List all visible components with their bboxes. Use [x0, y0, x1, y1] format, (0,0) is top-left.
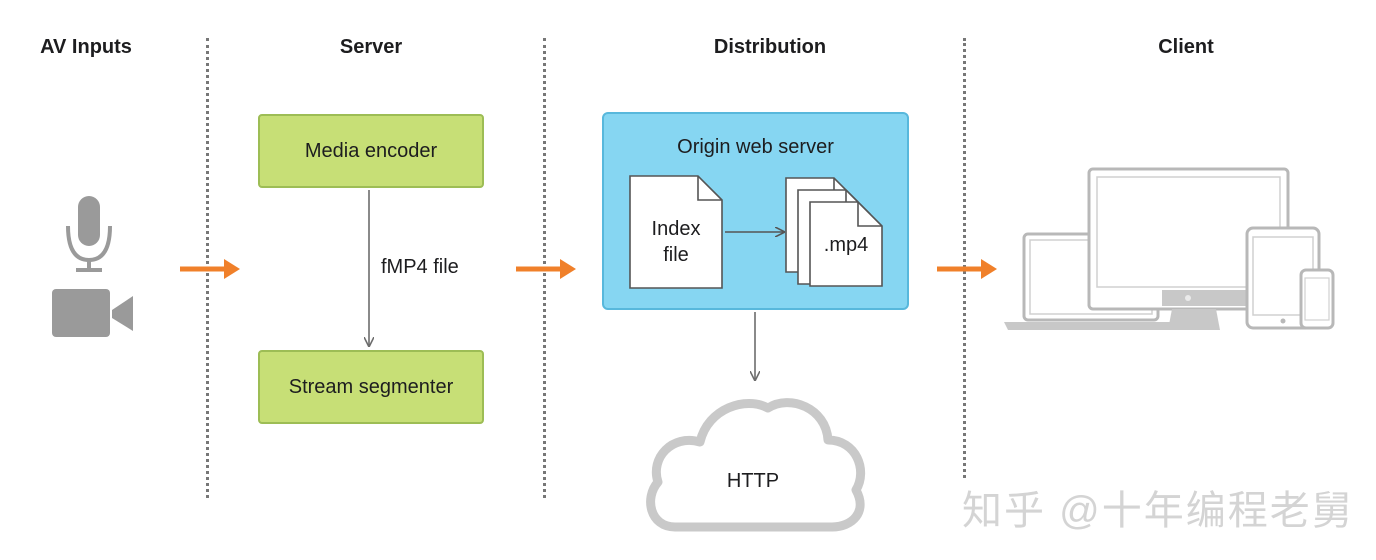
stream-segmenter-box: Stream segmenter [258, 350, 484, 424]
video-camera-icon [52, 289, 133, 337]
column-title-av-inputs: AV Inputs [40, 36, 132, 58]
microphone-icon [66, 196, 112, 272]
flow-arrow [937, 259, 997, 279]
column-title-server: Server [339, 36, 403, 58]
flow-arrow [180, 259, 240, 279]
flow-arrow [516, 259, 576, 279]
origin-web-server-label: Origin web server [677, 136, 834, 158]
fmp4-file-label: fMP4 file [381, 256, 459, 278]
origin-web-server-box: Origin web server Index file .mp4 [602, 112, 909, 310]
watermark: 知乎 @十年编程老舅 [962, 489, 1354, 533]
origin-files-graphic [629, 175, 883, 289]
column-title-client: Client [1158, 36, 1214, 58]
document-icon [629, 175, 723, 289]
mp4-segments-label: .mp4 [823, 234, 869, 256]
cloud-icon [646, 398, 866, 532]
index-file-label-line1: Index [651, 218, 701, 240]
column-title-distribution: Distribution [713, 36, 827, 58]
phone-icon [1299, 268, 1335, 330]
index-file-label: Index file [630, 216, 722, 268]
column-divider [963, 38, 966, 478]
stream-segmenter-label: Stream segmenter [288, 375, 454, 398]
media-encoder-box: Media encoder [258, 114, 484, 188]
index-file-label-line2: file [663, 244, 689, 266]
http-label: HTTP [726, 470, 780, 492]
media-encoder-label: Media encoder [304, 139, 438, 162]
document-icon [785, 177, 883, 287]
